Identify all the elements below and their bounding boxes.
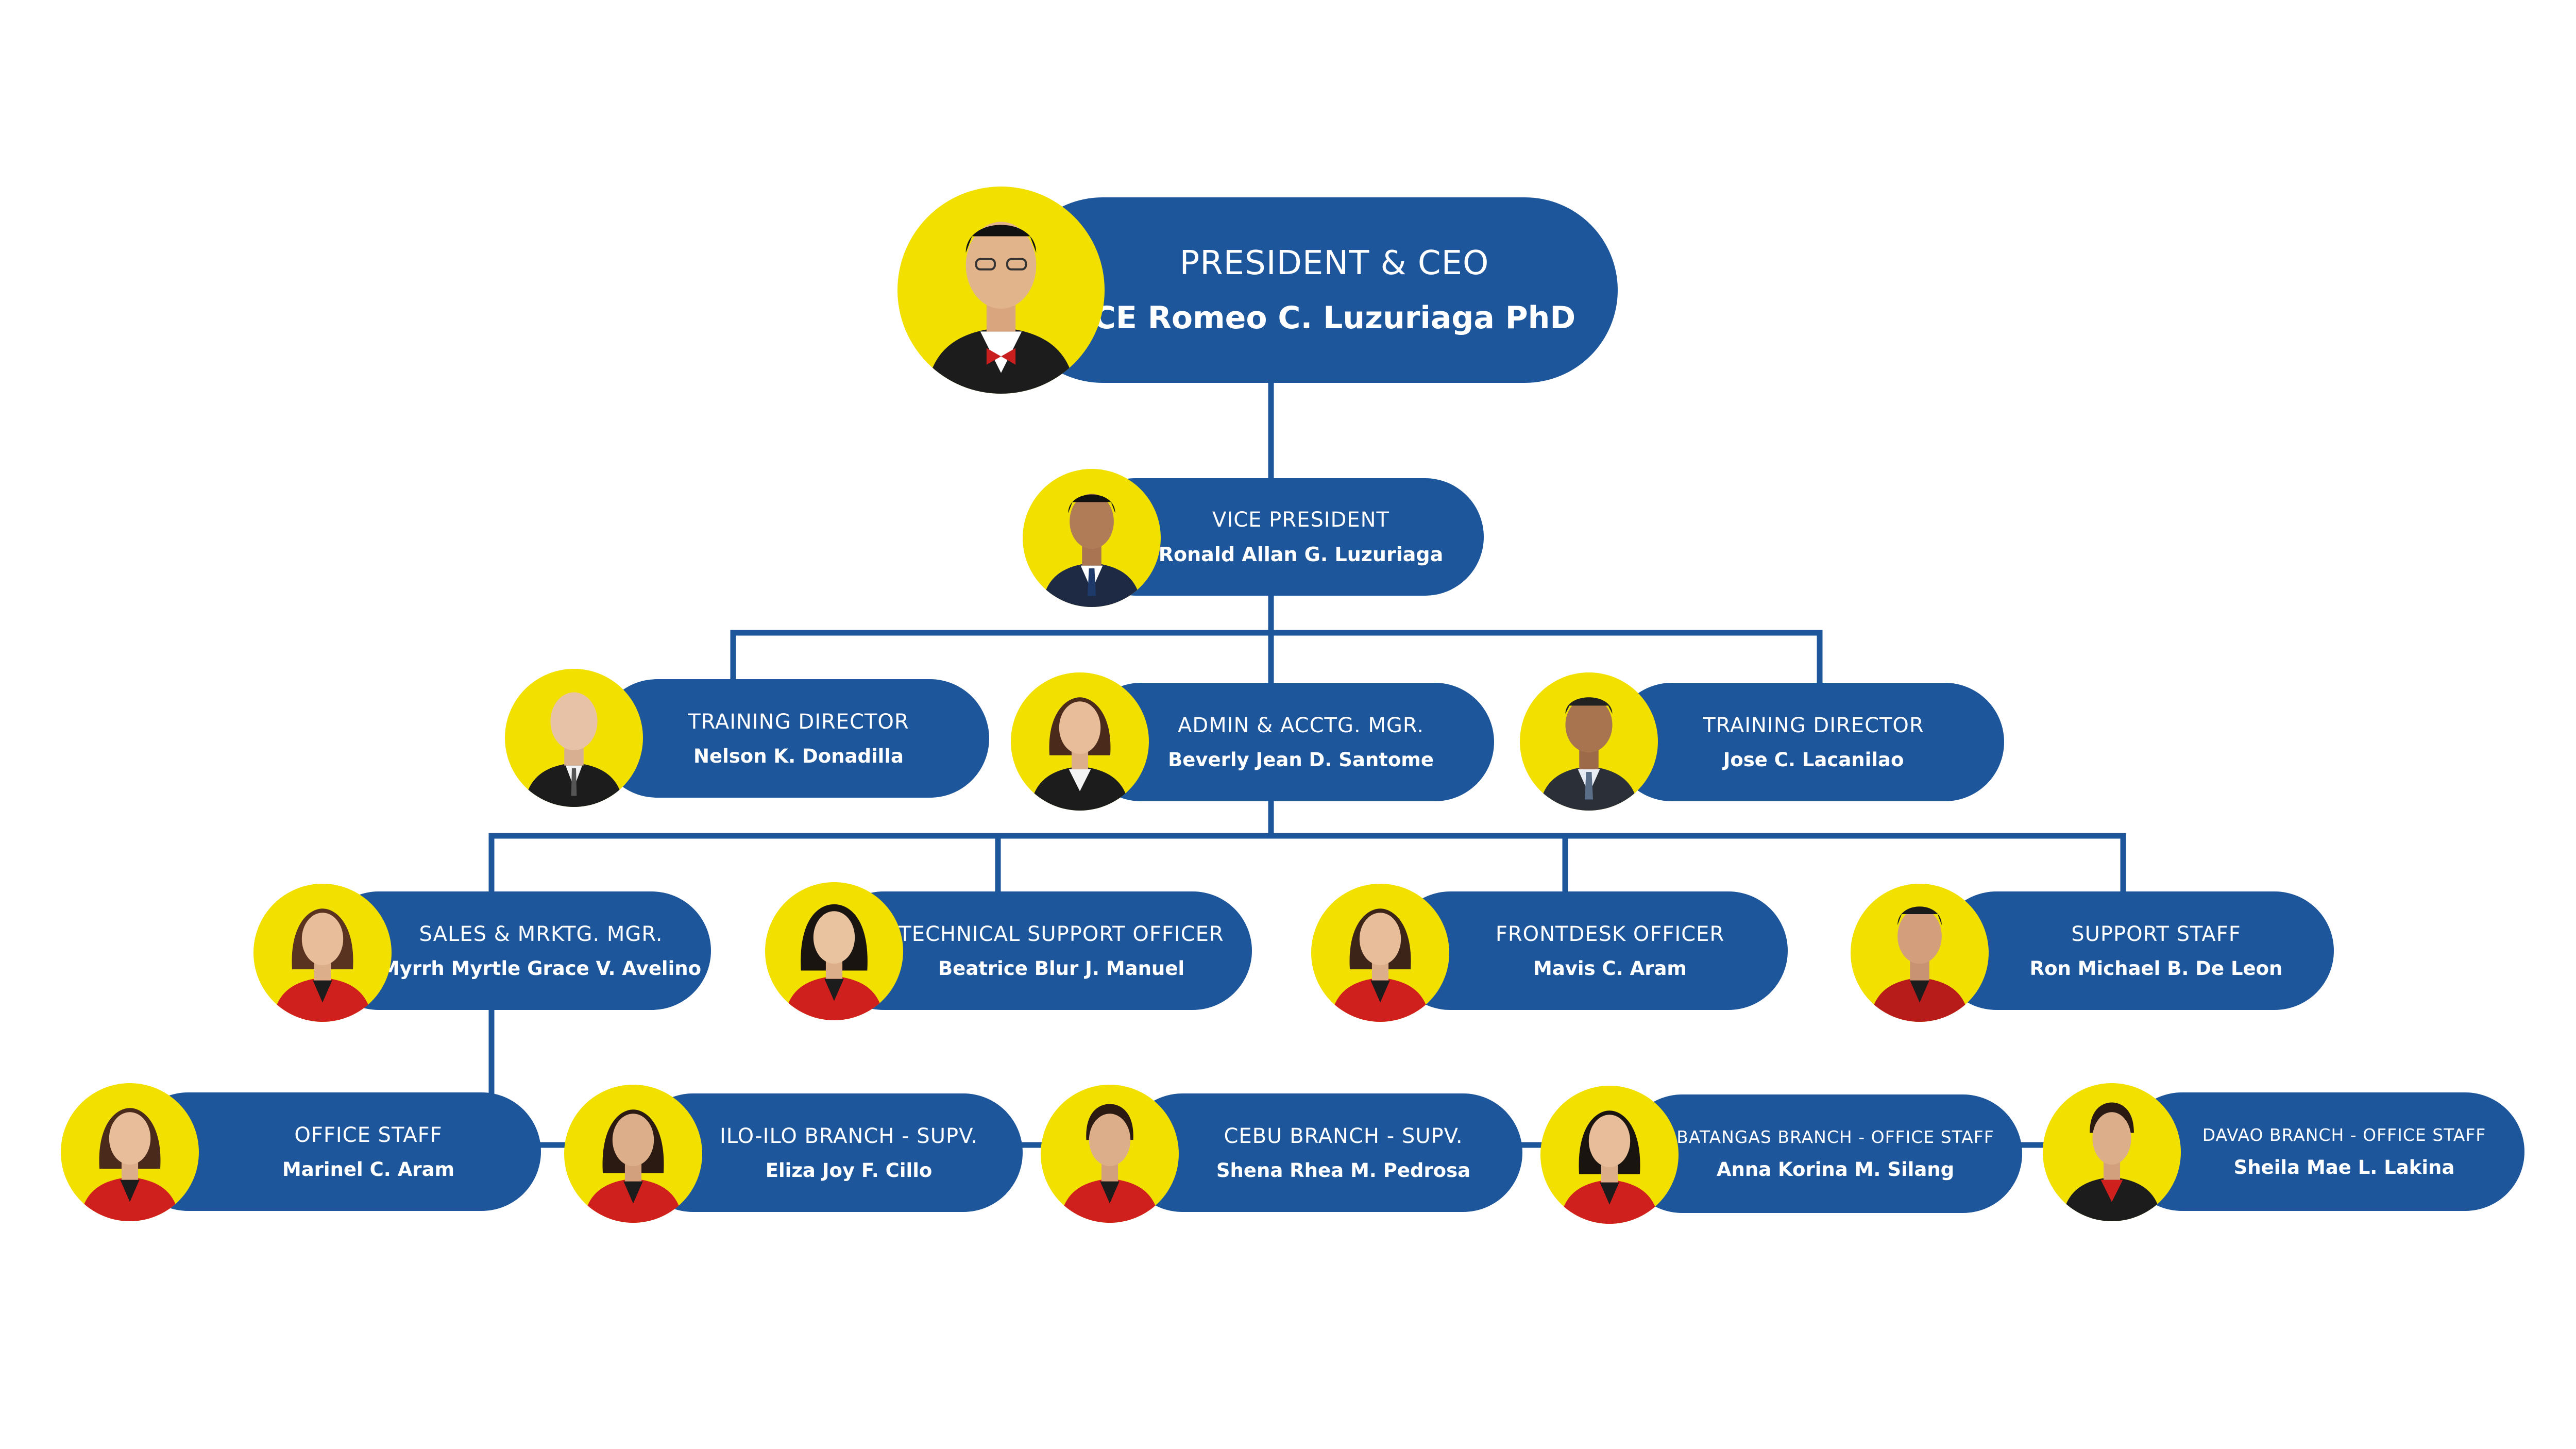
- level4-role: CEBU BRANCH - SUPV.: [1224, 1124, 1463, 1148]
- level4-avatar: [1041, 1085, 1179, 1223]
- level4-name: Anna Korina M. Silang: [1716, 1158, 1955, 1181]
- woman-portrait-icon: [1060, 1104, 1160, 1223]
- woman-portrait-icon: [583, 1109, 683, 1223]
- vp-avatar: [1023, 469, 1161, 607]
- level2-role: TRAINING DIRECTOR: [688, 710, 909, 734]
- woman-portrait-icon: [273, 908, 372, 1022]
- man-portrait-icon: [1870, 906, 1970, 1022]
- level2-pill: ADMIN & ACCTG. MGR. Beverly Jean D. Sant…: [1082, 683, 1494, 801]
- level2-role: TRAINING DIRECTOR: [1703, 713, 1924, 737]
- woman-portrait-icon: [2062, 1102, 2162, 1221]
- level4-pill: CEBU BRANCH - SUPV. Shena Rhea M. Pedros…: [1123, 1093, 1522, 1212]
- man-portrait-icon: [1539, 697, 1639, 811]
- level4-name: Sheila Mae L. Lakina: [2233, 1156, 2455, 1178]
- level2-avatar: [505, 669, 643, 807]
- level2-avatar: [1011, 672, 1149, 811]
- woman-portrait-icon: [1560, 1110, 1659, 1224]
- level4-role: OFFICE STAFF: [294, 1123, 443, 1147]
- level2-avatar: [1520, 672, 1658, 811]
- level2-role: ADMIN & ACCTG. MGR.: [1178, 713, 1424, 737]
- ceo-name: CE Romeo C. Luzuriaga PhD: [1093, 300, 1576, 336]
- vp-name: Ronald Allan G. Luzuriaga: [1158, 543, 1444, 566]
- level4-pill: BATANGAS BRANCH - OFFICE STAFF Anna Kori…: [1623, 1094, 2022, 1213]
- level3-role: SUPPORT STAFF: [2071, 922, 2241, 946]
- level4-role: BATANGAS BRANCH - OFFICE STAFF: [1676, 1127, 1994, 1147]
- level4-avatar: [1540, 1086, 1679, 1224]
- ceo-pill: PRESIDENT & CEO CE Romeo C. Luzuriaga Ph…: [1010, 197, 1618, 383]
- level3-avatar: [1851, 884, 1989, 1022]
- level2-name: Beverly Jean D. Santome: [1168, 748, 1434, 771]
- level3-name: Mavis C. Aram: [1533, 957, 1687, 980]
- level4-role: DAVAO BRANCH - OFFICE STAFF: [2202, 1125, 2486, 1145]
- level4-avatar: [2043, 1083, 2181, 1221]
- level4-name: Eliza Joy F. Cillo: [765, 1159, 933, 1182]
- level4-role: ILO-ILO BRANCH - SUPV.: [719, 1124, 978, 1148]
- vp-role: VICE PRESIDENT: [1212, 508, 1389, 532]
- level3-name: Beatrice Blur J. Manuel: [938, 957, 1185, 980]
- man-portrait-icon: [1042, 494, 1142, 607]
- man-portrait-icon: [926, 222, 1076, 394]
- woman-portrait-icon: [1030, 697, 1130, 811]
- level4-avatar: [61, 1083, 199, 1221]
- level4-name: Shena Rhea M. Pedrosa: [1216, 1159, 1471, 1182]
- woman-portrait-icon: [784, 904, 884, 1020]
- level2-pill: TRAINING DIRECTOR Nelson K. Donadilla: [598, 679, 989, 798]
- man-portrait-icon: [524, 692, 624, 807]
- ceo-avatar: [897, 187, 1105, 394]
- level3-name: Myrrh Myrtle Grace V. Avelino: [380, 957, 702, 980]
- level3-avatar: [1311, 884, 1449, 1022]
- level2-name: Nelson K. Donadilla: [693, 745, 904, 767]
- level4-avatar: [564, 1085, 702, 1223]
- level3-pill: FRONTDESK OFFICER Mavis C. Aram: [1391, 891, 1788, 1010]
- woman-portrait-icon: [80, 1108, 180, 1221]
- level2-pill: TRAINING DIRECTOR Jose C. Lacanilao: [1613, 683, 2004, 801]
- level3-role: SALES & MRKTG. MGR.: [419, 922, 663, 946]
- level3-role: TECHNICAL SUPPORT OFFICER: [899, 922, 1224, 946]
- level2-name: Jose C. Lacanilao: [1723, 748, 1904, 771]
- level3-avatar: [253, 884, 392, 1022]
- level3-name: Ron Michael B. De Leon: [2029, 957, 2283, 980]
- level3-role: FRONTDESK OFFICER: [1495, 922, 1725, 946]
- level4-name: Marinel C. Aram: [282, 1158, 455, 1181]
- ceo-role: PRESIDENT & CEO: [1179, 244, 1489, 282]
- level3-pill: SUPPORT STAFF Ron Michael B. De Leon: [1937, 891, 2334, 1010]
- level4-pill: DAVAO BRANCH - OFFICE STAFF Sheila Mae L…: [2123, 1092, 2524, 1211]
- woman-portrait-icon: [1330, 908, 1430, 1022]
- level3-avatar: [765, 882, 903, 1020]
